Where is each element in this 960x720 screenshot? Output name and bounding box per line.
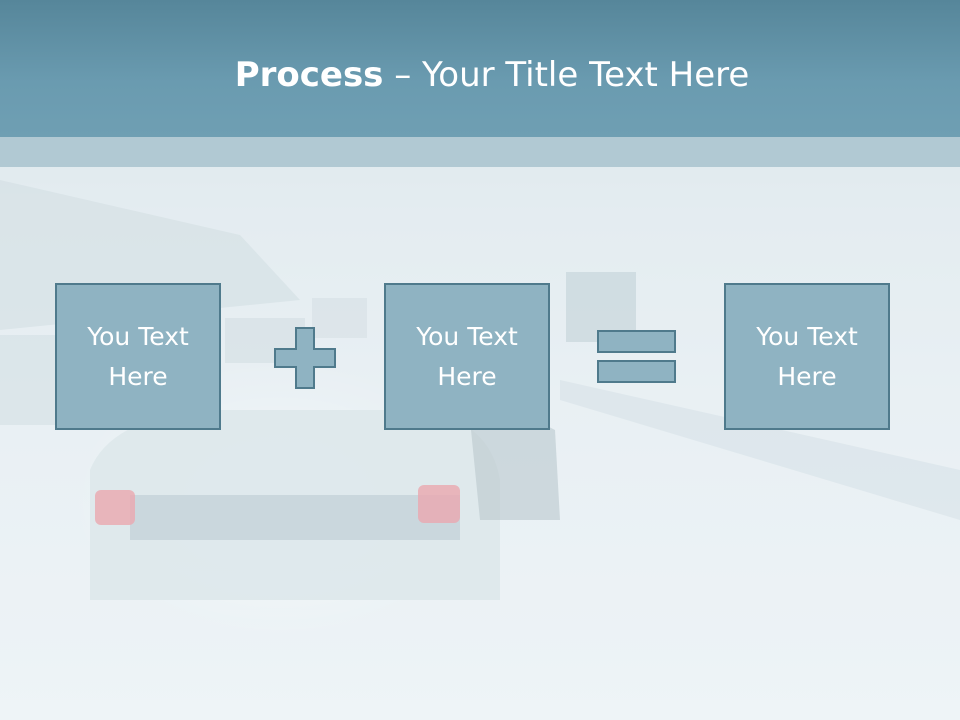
- plus-icon: [274, 327, 336, 393]
- process-step-label-2: You Text Here: [416, 321, 518, 391]
- process-step-box-3[interactable]: You Text Here: [724, 283, 890, 430]
- slide-title-rest: – Your Title Text Here: [383, 55, 750, 95]
- process-step-label-1: You Text Here: [87, 321, 189, 391]
- process-step-label-3: You Text Here: [756, 321, 858, 391]
- process-step-box-1[interactable]: You Text Here: [55, 283, 221, 430]
- slide-title-bold: Process: [234, 55, 384, 95]
- title-bar: [0, 0, 960, 137]
- title-band: [0, 137, 960, 167]
- slide-title: Process – Your Title Text Here: [0, 54, 960, 96]
- equals-icon: [597, 330, 677, 388]
- process-step-box-2[interactable]: You Text Here: [384, 283, 550, 430]
